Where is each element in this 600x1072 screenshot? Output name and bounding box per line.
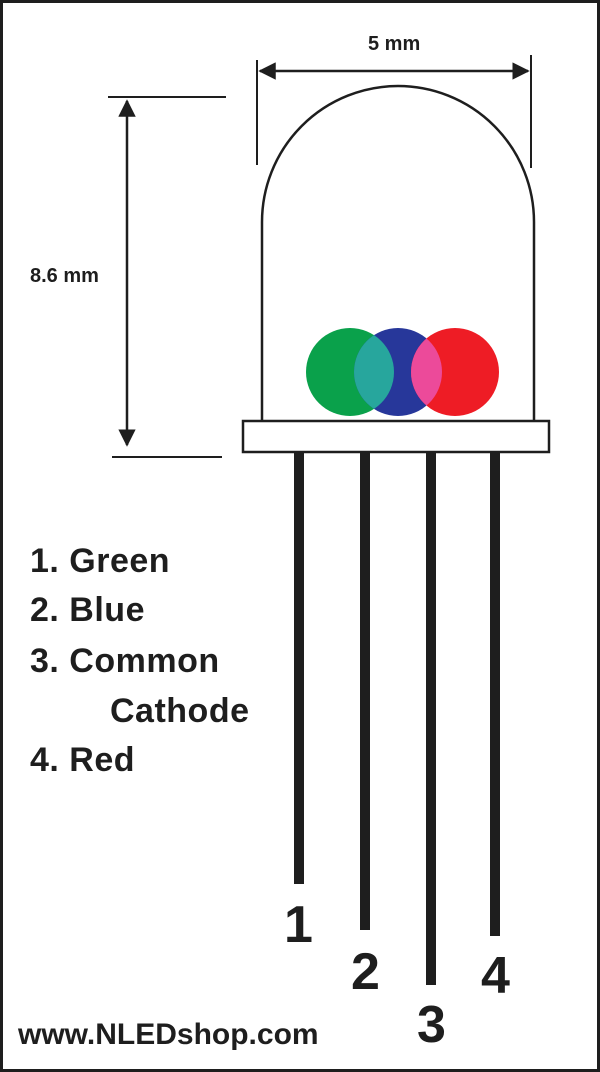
pin-number-2: 2 [351, 943, 380, 1001]
led-flange [241, 419, 551, 454]
lead-pin-2 [360, 452, 370, 930]
pin-number-4: 4 [481, 947, 510, 1005]
lead-pin-1 [294, 452, 304, 884]
legend-cathode: Cathode [110, 692, 250, 730]
green-blue-overlap [354, 328, 394, 416]
website-url: www.NLEDshop.com [18, 1018, 319, 1051]
led-dome [260, 84, 536, 421]
height-dimension-label: 8.6 mm [30, 265, 99, 287]
lead-pin-3 [426, 452, 436, 985]
blue-red-overlap [411, 328, 442, 416]
pin-number-1: 1 [284, 896, 313, 954]
legend-blue: 2. Blue [30, 591, 145, 629]
width-dimension-label: 5 mm [368, 33, 421, 55]
legend-common: 3. Common [30, 642, 220, 680]
lead-pin-4 [490, 452, 500, 936]
legend-red: 4. Red [30, 741, 136, 779]
legend-green: 1. Green [30, 542, 171, 580]
pin-number-3: 3 [417, 996, 446, 1054]
